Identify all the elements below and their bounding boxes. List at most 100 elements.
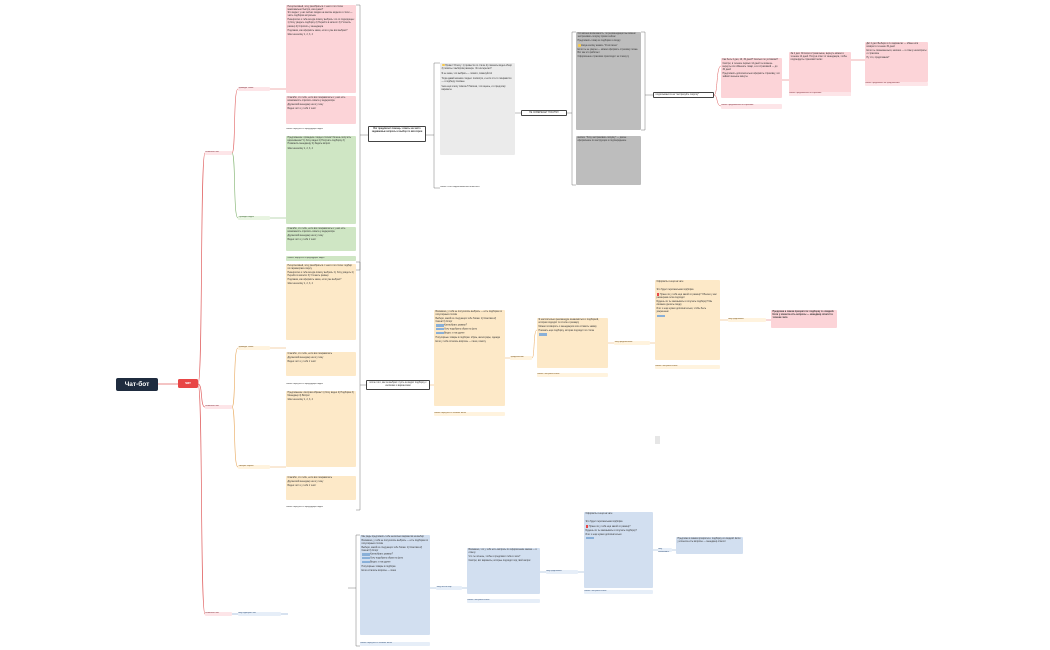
- card-line: Спасибо, что тебе, если всё понравилось: [287, 353, 333, 355]
- card-line: Видео: вот и у тебя 1 текст: [287, 108, 317, 111]
- b1-pink-button[interactable]: кнопка: вернуться в предыдущее видео: [286, 128, 323, 130]
- b1-gray-button[interactable]: кнопка: стать подписчиком или отписаться: [440, 186, 480, 188]
- b3-mid-label[interactable]: "хочу что-то ещё": [436, 586, 462, 590]
- card-line: Возможно, что у тебя есть вопросы по офо…: [468, 549, 537, 555]
- buttons-icon: [585, 537, 594, 540]
- b2-bot-question[interactable]: после того, как он выбрал: пусть он види…: [366, 380, 430, 390]
- card-line-text: Какую кнопку нажать "Я согласен": [581, 45, 618, 48]
- b1-offer-card: Как быть 2 дня, 10, 30 дней? Сколько по …: [721, 58, 782, 98]
- b2-sub2-label[interactable]: "смотрит образы": [238, 465, 270, 469]
- card-line: Смотри, вот варианты, которые подходят п…: [468, 560, 531, 563]
- card-line: Невероятно я тебе всегда помогу выбрать …: [287, 19, 355, 28]
- card-line: Ну что, продолжаем?: [866, 57, 890, 60]
- card-line-text: Нужен ли у тебя ещё какой-то размер? Обы…: [656, 294, 717, 300]
- card-line: Если у тебя остались вопросы — пиши, пом…: [435, 340, 486, 343]
- b3-after-label[interactable]: хочу предложить: [546, 570, 578, 574]
- b1-offer-label[interactable]: подписывается на "застрахуйте покупку": [653, 92, 714, 98]
- b3-blue-button[interactable]: кнопка: вернуться в главное меню: [360, 642, 430, 646]
- card-line: Возможно, у тебя не получилось выбрать —…: [361, 540, 429, 546]
- b1-sub1-label[interactable]: "проводит стили": [238, 87, 270, 91]
- b1-no-purchase[interactable]: НЕ СОВЕРШАЕТ ПОКУПКУ: [521, 110, 567, 116]
- branch-3-label[interactable]: написали в чат: [205, 612, 232, 616]
- card-line: Показать ещё подборку, которая подходит …: [538, 330, 595, 333]
- card-line: Подскажи, как оформить заказ, если уже в…: [287, 279, 342, 282]
- card-line: Жми на кнопку 1, 2, 3, 4: [287, 33, 313, 36]
- card-line: Выбери, какой из следующих тебе ближе: 1…: [435, 318, 497, 324]
- branch-2-label[interactable]: написали в чат: [205, 405, 232, 409]
- b2-orange-card-1: Нетерпеливый, хочу разобраться с чем-то …: [286, 264, 356, 340]
- b1-offer-far-card: Да! 2 дня: Выбери в 2-х вариантах — обме…: [865, 42, 928, 82]
- smile-emoji-icon: [441, 64, 445, 67]
- b1-gray-card: Привет! Я могу: 1) провести по стилю 2) …: [440, 63, 515, 155]
- scroll-marker: [655, 436, 660, 444]
- b2-after-label[interactable]: хочу предложить: [728, 318, 766, 322]
- b2-orange-button-2[interactable]: кнопка: вернуться в предыдущее видео: [286, 506, 323, 508]
- card-line: Будешь ли ты заказывать и получать подбо…: [656, 301, 713, 307]
- b3-arrow-label[interactable]: хочу предложить: [658, 548, 672, 552]
- b2-orange-button[interactable]: кнопка: вернуться в предыдущее видео: [286, 383, 323, 385]
- card-line: Оформить и ещё на чате: [656, 281, 684, 283]
- root-node[interactable]: Чат-бот: [116, 378, 158, 391]
- b2-middle-button[interactable]: кнопка: вернуться в главное меню: [434, 412, 505, 416]
- b1-green-button[interactable]: кнопка: вернуться в предыдущее видео: [286, 256, 356, 261]
- card-line: Это видео: у нас сейчас скидки на многие…: [287, 12, 353, 18]
- card-line: Хочу подобрать образ по фото: [361, 557, 429, 561]
- card-line: Это будет персональная подборка: [585, 521, 623, 524]
- card-line: Выбери, какой из следующих тебе ближе: 1…: [361, 547, 423, 553]
- card-line: Я настоятельно рекомендую ознакомиться с…: [538, 319, 599, 325]
- card-line: Какую кнопку нажать "Я согласен": [577, 44, 640, 48]
- card-line: Чем ещё я могу помочь? Напиши, что ищешь…: [441, 86, 506, 92]
- b3-mid-button[interactable]: кнопка: настроить заказ: [467, 599, 540, 603]
- card-line: Нетерпеливый, хочу разобраться с чем-то …: [287, 265, 352, 271]
- b1-sub2-label[interactable]: "Проводит видео": [238, 216, 270, 220]
- card-line-text: Видео: и так далее: [370, 561, 391, 564]
- root-badge[interactable]: чат: [178, 379, 198, 388]
- b2-pref-label[interactable]: "предпочтения": [510, 356, 532, 360]
- card-line: Жми на кнопку 1, 2, 3, 4: [287, 148, 313, 151]
- card-line: Как быть 2 дня, 10, 30 дней? Сколько по …: [722, 59, 778, 61]
- buttons-icon: [538, 333, 547, 336]
- b2-far-button[interactable]: кнопка: настроить заказ: [655, 365, 720, 369]
- card-line: Предложить дополнительно оформить страхо…: [722, 73, 780, 79]
- b2-orange-card-4: Спасибо, что тебе, если всё понравилось …: [286, 476, 356, 500]
- b1-bot-question[interactable]: Бот предлагает помощь: ответы на часто з…: [368, 126, 426, 142]
- card-line: Нужен ли у тебя ещё какой-то размер?: [585, 525, 652, 529]
- b3-sub-label[interactable]: хочу подобрать чат: [238, 612, 281, 616]
- b2-far-card: Оформить и ещё на чате Это будет персона…: [655, 280, 720, 360]
- card-line: Предложение: проведем с видео стилем! Хо…: [287, 137, 351, 146]
- card-line: [585, 537, 652, 541]
- b2-orange-card-3: Предложение: смотрим образы! 1) Хочу вид…: [286, 391, 356, 467]
- card-line-text: Как выбрать размер?: [444, 325, 467, 328]
- b2-sub1-label[interactable]: "проводит стили": [238, 346, 270, 350]
- branch-1-label[interactable]: написали в чат: [205, 151, 232, 155]
- b1-offer-far-button[interactable]: кнопка: продолжить по предложению: [865, 82, 928, 86]
- b2-middle-card: Возможно, у тебя не получилось выбрать —…: [434, 310, 505, 406]
- card-line: Видео: и так далее: [435, 331, 504, 336]
- card-line: Оформить и ещё на чате: [585, 513, 613, 515]
- b2-right-card: Я настоятельно рекомендую ознакомиться с…: [537, 318, 608, 368]
- b1-darkgray-card-2: кнопка: "Хочу застраховать покупку" — да…: [576, 136, 641, 185]
- card-line: Нетерпеливый, хочу разобраться с чем-то …: [287, 6, 343, 12]
- b1-offer-right-button[interactable]: кнопка: предложение по страховке: [789, 92, 851, 96]
- card-line: Привет! Я могу: 1) провести по стилю 2) …: [441, 64, 514, 71]
- buttons-icon: [435, 324, 444, 327]
- card-line: [656, 314, 719, 319]
- b3-right-card: Оформить и ещё на чате Это будет персона…: [584, 512, 653, 588]
- card-line: Будешь ли ты заказывать и получать подбо…: [585, 530, 637, 533]
- card-line: Невероятно я тебе всегда помогу выбрать:…: [287, 272, 354, 278]
- cross-icon: [656, 293, 660, 296]
- card-line: кнопка: "Хочу застраховать покупку" — да…: [577, 137, 627, 143]
- cross-icon: [585, 525, 589, 528]
- card-line: Как выбрать размер?: [361, 553, 429, 557]
- b2-tail-label[interactable]: "хочу предпочтение": [614, 341, 650, 345]
- card-line: Дружеский менеджер на эту тему: [287, 357, 324, 360]
- card-line: Как выбрать размер?: [435, 324, 504, 328]
- b2-right-button[interactable]: кнопка: настроить заказ: [537, 373, 608, 377]
- b1-offer-right-card: За 2 дня: Оплата в 2 раза выше, вернуть …: [789, 52, 851, 96]
- card-line: Можно поговорить с менеджером или остави…: [538, 326, 597, 329]
- b1-offer-button[interactable]: кнопка: предложение по страховке: [721, 104, 782, 109]
- buttons-icon: [361, 561, 370, 564]
- card-line: Или: и ещё нужно дополнительно: [585, 534, 622, 537]
- b3-right-button[interactable]: кнопка: настроить заказ: [584, 590, 653, 594]
